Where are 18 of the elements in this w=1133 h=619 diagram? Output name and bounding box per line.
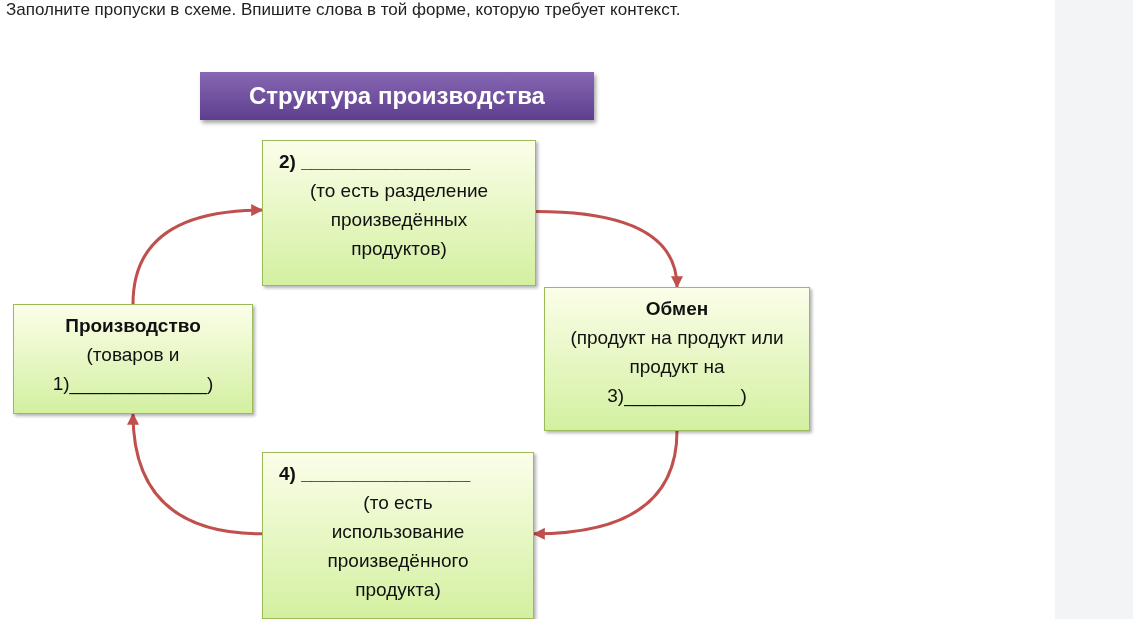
box-heading: 4) ________________	[278, 462, 471, 486]
box-text: (то есть разделение произведённых продуктов)	[308, 179, 490, 261]
instruction-text: Заполните пропуски в схеме. Впишите слова в той форме, которую требует контекст.	[6, 0, 681, 20]
box-text: (товаров и 1)_____________)	[51, 343, 215, 397]
box-text: (то есть использование произведённого продукта)	[326, 491, 470, 602]
box-text: (продукт на продукт или продукт на 3)___________)	[569, 326, 785, 409]
curved-arrow	[127, 412, 263, 536]
process-box	[262, 452, 534, 619]
box-heading: 2) ________________	[278, 150, 471, 174]
process-box	[544, 287, 810, 431]
process-box	[262, 140, 536, 286]
process-box	[13, 304, 253, 414]
box-heading: Обмен	[645, 297, 709, 321]
curved-arrow	[535, 210, 683, 289]
title-banner: Структура производства	[200, 72, 594, 120]
curved-arrow	[131, 204, 264, 305]
box-heading: Производство	[65, 314, 201, 338]
curved-arrow	[532, 430, 679, 540]
